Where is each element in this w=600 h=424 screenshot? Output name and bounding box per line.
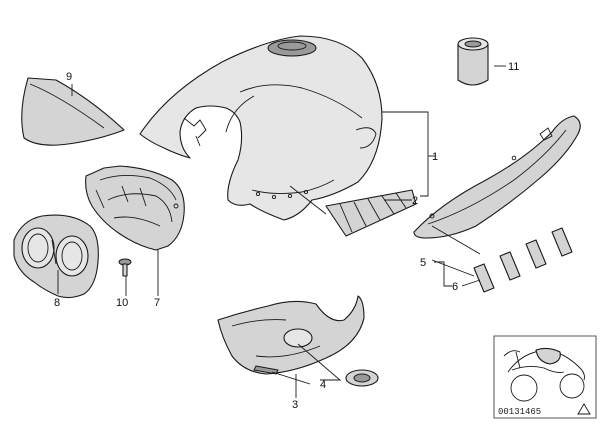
part-7-instrument-housing[interactable] bbox=[85, 165, 185, 251]
callout-9: 9 bbox=[66, 71, 72, 83]
part-11-tape-roll[interactable] bbox=[457, 37, 489, 86]
part-10-screw[interactable] bbox=[118, 258, 132, 277]
leader-lines bbox=[57, 65, 506, 398]
part-3-lower-fairing[interactable] bbox=[217, 295, 365, 375]
callout-3: 3 bbox=[292, 399, 298, 411]
part-5-side-trim[interactable] bbox=[413, 115, 581, 239]
callout-8: 8 bbox=[54, 297, 60, 309]
part-2-decal-set[interactable] bbox=[325, 189, 417, 237]
callout-7: 7 bbox=[154, 297, 160, 309]
callout-4: 4 bbox=[320, 379, 326, 391]
part-4-grommet[interactable] bbox=[253, 365, 379, 387]
motorcycle-thumbnail[interactable]: 00131465 bbox=[493, 335, 597, 419]
part-9-seat-cover[interactable] bbox=[21, 77, 125, 146]
part-6-decal-strips[interactable] bbox=[473, 227, 573, 293]
callout-1: 1 bbox=[432, 151, 438, 163]
part-8-cockpit-cover[interactable] bbox=[13, 214, 99, 299]
callout-2: 2 bbox=[412, 195, 418, 207]
callout-5: 5 bbox=[420, 257, 426, 269]
doc-number: 00131465 bbox=[498, 407, 541, 417]
callout-10: 10 bbox=[116, 297, 128, 309]
part-1-tank-cover[interactable] bbox=[139, 35, 383, 221]
callout-6: 6 bbox=[452, 281, 458, 293]
callout-11: 11 bbox=[508, 61, 519, 73]
